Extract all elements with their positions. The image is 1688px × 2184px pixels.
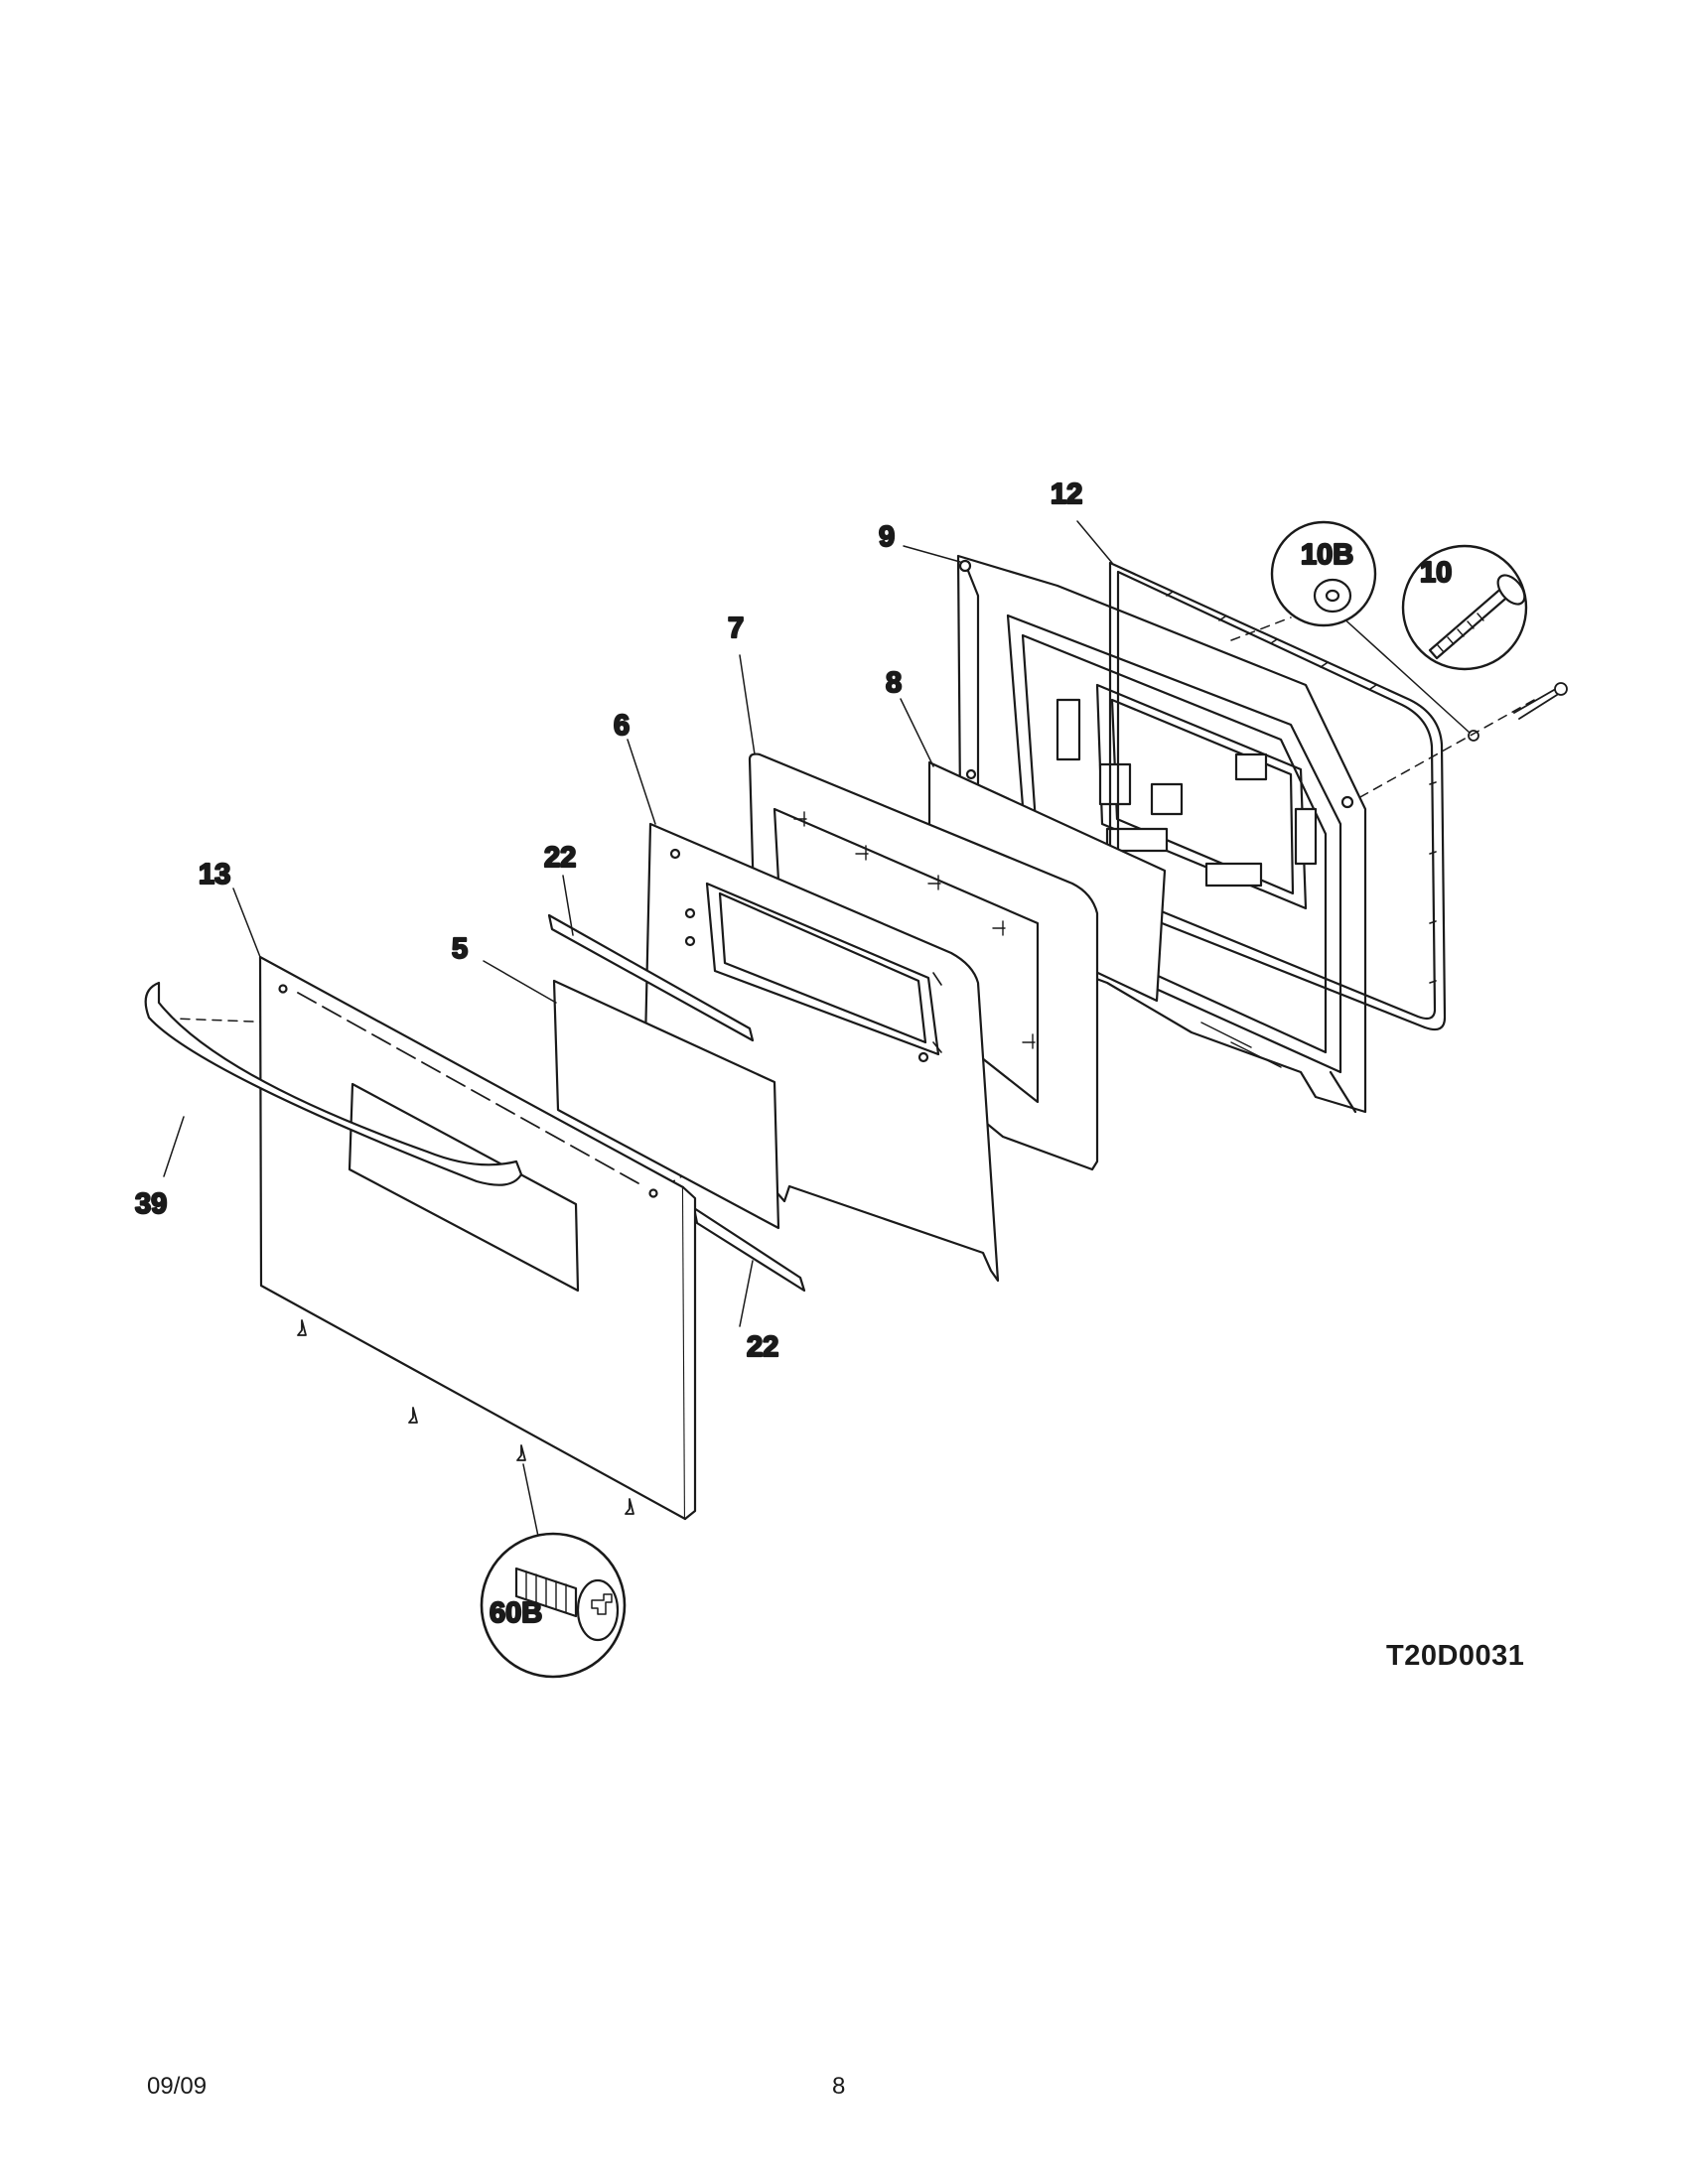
callout-10: 10 — [1420, 557, 1452, 589]
callout-39: 39 — [135, 1188, 167, 1220]
callout-13: 13 — [199, 859, 230, 890]
screw-detail-bubble — [1401, 544, 1528, 671]
diagram-code: T20D0031 — [1386, 1640, 1525, 1672]
callout-60B: 60B — [490, 1597, 542, 1629]
callout-22-upper: 22 — [544, 842, 576, 874]
callout-12: 12 — [1051, 478, 1082, 510]
footer-date: 09/09 — [147, 2073, 208, 2100]
washer-detail-bubble — [1270, 520, 1377, 627]
callout-8: 8 — [886, 667, 902, 699]
callout-6: 6 — [614, 710, 630, 742]
callout-7: 7 — [728, 613, 744, 644]
page-number: 8 — [832, 2073, 846, 2100]
panel-screws — [297, 1319, 634, 1515]
callout-leader-lines — [163, 520, 1471, 1552]
inner-door-liner — [956, 554, 1367, 1114]
callout-22-lower: 22 — [747, 1331, 778, 1363]
panel-screw-detail-bubble — [480, 1532, 627, 1679]
glass-retainer — [643, 822, 1000, 1283]
callout-10B: 10B — [1301, 539, 1353, 571]
door-handle — [144, 981, 523, 1186]
door-gasket — [1108, 561, 1447, 1031]
hinge-screw — [1468, 682, 1568, 742]
outer-glass — [552, 979, 780, 1230]
callout-5: 5 — [452, 933, 468, 965]
callout-9: 9 — [879, 521, 895, 553]
glass-channel-upper — [547, 913, 755, 1042]
